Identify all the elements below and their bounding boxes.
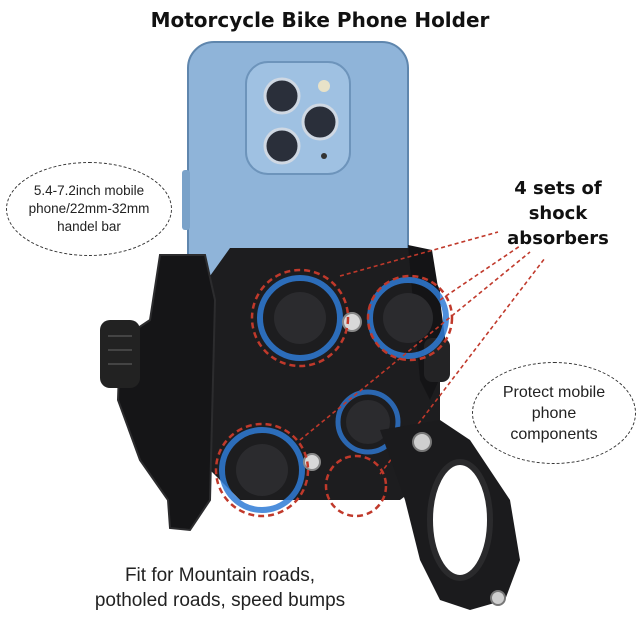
left-grip-arm	[116, 254, 217, 532]
camera-lens-icon	[263, 127, 301, 165]
protect-line-2: phone	[531, 404, 577, 422]
shock-absorbers-label: 4 sets of shock absorbers	[488, 176, 628, 251]
shock-line-3: absorbers	[507, 228, 609, 249]
mic-icon	[321, 153, 327, 159]
left-grip-knob	[100, 320, 140, 388]
caption-line-1: Fit for Mountain roads,	[124, 565, 316, 586]
flash-icon	[318, 80, 330, 92]
shock-absorber-icon	[346, 400, 390, 444]
caption-line-2: potholed roads, speed bumps	[94, 590, 346, 611]
shock-absorber-icon	[236, 444, 288, 496]
phone-size-callout: 5.4-7.2inch mobile phone/22mm-32mm hande…	[6, 162, 172, 256]
shock-line-2: shock	[528, 203, 588, 224]
phone-side-button	[182, 170, 190, 230]
phone-size-line-3: handel bar	[57, 219, 121, 234]
product-title: Motorcycle Bike Phone Holder	[150, 8, 490, 32]
camera-lens-icon	[263, 77, 301, 115]
phone-size-line-1: 5.4-7.2inch mobile	[33, 183, 145, 198]
shock-absorber-icon	[274, 292, 326, 344]
camera-lens-icon	[301, 103, 339, 141]
shock-absorber-icon	[383, 293, 433, 343]
protect-callout: Protect mobile phone components	[472, 362, 636, 464]
shock-line-1: 4 sets of	[514, 178, 602, 199]
terrain-caption: Fit for Mountain roads, potholed roads, …	[40, 563, 400, 613]
protect-line-3: components	[510, 425, 598, 443]
phone-size-line-2: phone/22mm-32mm	[28, 201, 150, 216]
protect-line-1: Protect mobile	[502, 383, 606, 401]
